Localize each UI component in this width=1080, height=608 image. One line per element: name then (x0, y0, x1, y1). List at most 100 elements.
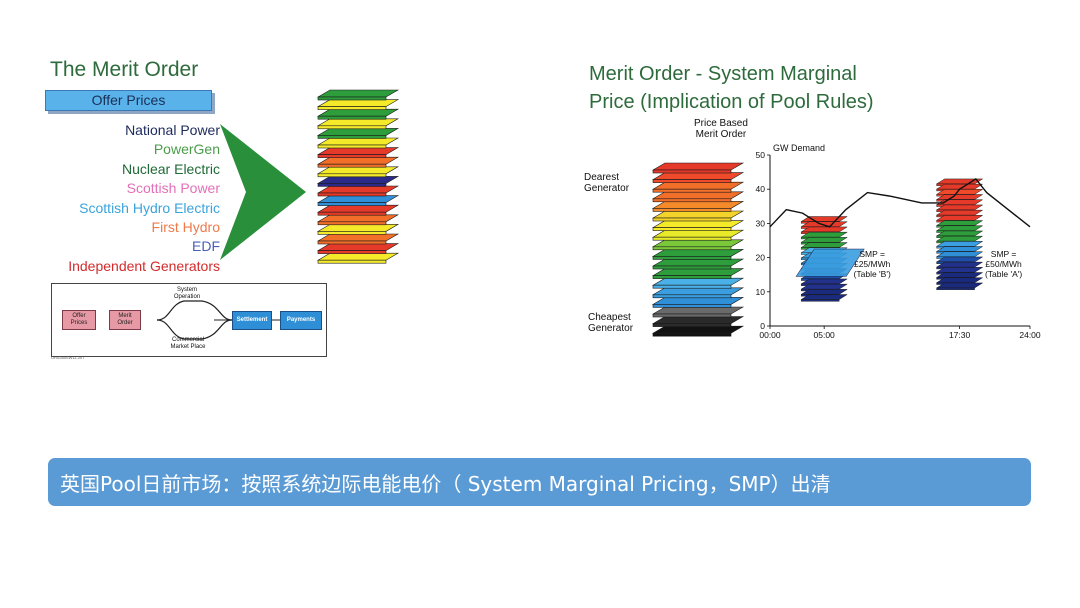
flow-merit-order: Merit Order (109, 310, 141, 330)
merge-arrow-icon (220, 124, 306, 260)
x-tick-label: 05:00 (814, 330, 836, 340)
stack-layer (651, 162, 745, 174)
mini-stack-layer (800, 294, 849, 300)
stack-layer (651, 201, 745, 212)
stack-layer (316, 89, 400, 101)
stack-layer (316, 185, 400, 197)
stack-layer (316, 214, 400, 226)
stack-layer (316, 204, 400, 216)
generator-label: EDF (192, 238, 220, 255)
smp-title-line2: Price (Implication of Pool Rules) (589, 91, 874, 113)
flow-offer-prices-label: Offer Prices (70, 313, 88, 326)
smp-title-line1: Merit Order - System Marginal (589, 63, 857, 85)
mini-stack-layer (800, 278, 849, 285)
stack-layer (651, 297, 745, 308)
mini-stack-layer (935, 261, 984, 268)
stack-layer (316, 147, 400, 158)
mini-stack-layer (935, 220, 984, 226)
stack-layer (651, 172, 745, 183)
stack-layer (651, 316, 745, 327)
merit-order-title: The Merit Order (50, 58, 199, 81)
mini-stack-layer (935, 256, 984, 263)
dearest-generator-label: Dearest Generator (584, 172, 630, 194)
summary-banner: 英国Pool日前市场：按照系统边际电能电价（ System Marginal P… (48, 458, 1031, 506)
stack-layer (316, 176, 400, 187)
stack-layer (651, 229, 745, 241)
stack-layer (651, 306, 745, 318)
stack-layer (651, 325, 745, 337)
flow-payments: Payments (280, 311, 322, 330)
mini-stack-layer (935, 272, 984, 278)
stack-layer (651, 239, 745, 251)
flow-merit-order-label: Merit Order (117, 313, 133, 326)
stack-layer (316, 252, 400, 264)
stack-layer (316, 156, 400, 168)
stack-layer (316, 108, 400, 120)
stack-layer (651, 277, 745, 289)
generator-label: National Power (125, 122, 220, 138)
flow-settlement: Settlement (232, 311, 272, 330)
merit-order-stack (316, 89, 400, 264)
figure-code: OR0265SW11-207 (51, 355, 85, 360)
mini-stack-layer (935, 241, 984, 247)
stack-layer (651, 249, 745, 260)
mini-stack-edge (800, 299, 840, 302)
generator-label: Independent Generators (68, 257, 220, 274)
mini-stack-layer (800, 226, 849, 233)
stack-layer (651, 181, 745, 193)
smp-annotation: SMP =£25/MWh(Table 'B') (854, 249, 891, 279)
generator-label: First Hydro (151, 219, 220, 235)
generator-label: Scottish Hydro Electric (79, 199, 220, 216)
stack-layer (651, 210, 745, 222)
demand-line (769, 177, 1031, 228)
stack-layer (316, 195, 400, 206)
stack-layer (316, 224, 400, 235)
stack-layer (316, 233, 400, 245)
stack-layer (316, 243, 400, 254)
mini-stack-layer (800, 221, 849, 228)
stack-layer (651, 191, 745, 203)
smp-level-plane (795, 248, 865, 277)
y-tick-label: 10 (756, 287, 766, 297)
stack-layer (651, 258, 745, 270)
stack-layer (316, 166, 400, 178)
flow-system-operation: System Operation (173, 287, 201, 300)
mini-stack-layer (935, 209, 984, 216)
y-tick-label: 0 (760, 321, 765, 331)
mini-stack-layer (935, 267, 984, 273)
mini-stack-layer (935, 194, 984, 200)
flow-offer-prices: Offer Prices (62, 310, 96, 330)
generator-label: PowerGen (153, 141, 220, 158)
cheapest-generator-label: Cheapest Generator (588, 312, 634, 334)
price-based-merit-order-stack (651, 162, 745, 337)
mini-stack-layer (935, 246, 984, 252)
stack-layer (316, 137, 400, 149)
mini-stack-layer (935, 230, 984, 237)
stack-layer (651, 220, 745, 231)
y-tick-label: 20 (756, 253, 766, 263)
smp-annotation: SMP =£50/MWh(Table 'A') (985, 249, 1022, 279)
mini-stack-layer (800, 237, 849, 243)
mini-stack-1730 (935, 178, 984, 290)
mini-stack-layer (935, 204, 984, 211)
stack-layer (651, 287, 745, 299)
generator-label: Nuclear Electric (121, 160, 220, 177)
mini-stack-layer (935, 282, 984, 289)
chart-title: GW Demand (773, 143, 825, 153)
mini-stack-layer (935, 215, 984, 221)
x-tick-label: 00:00 (759, 330, 781, 340)
y-tick-label: 30 (756, 218, 766, 228)
price-based-label: Price Based Merit Order (694, 118, 748, 140)
summary-banner-text: 英国Pool日前市场：按照系统边际电能电价（ System Marginal P… (60, 472, 831, 496)
mini-stack-layer (935, 225, 984, 231)
mini-stack-layer (800, 242, 849, 248)
flow-diagram: Offer Prices Merit Order System Operatio… (51, 283, 327, 357)
generator-label: Scottish Power (126, 180, 220, 197)
offer-prices-label: Offer Prices (45, 90, 212, 111)
mini-stack-layer (800, 283, 849, 290)
y-tick-label: 50 (756, 150, 766, 160)
flow-commercial-market-place: Commercial Market Place (170, 337, 206, 350)
x-tick-label: 24:00 (1019, 330, 1041, 340)
mini-stack-layer (800, 231, 849, 238)
